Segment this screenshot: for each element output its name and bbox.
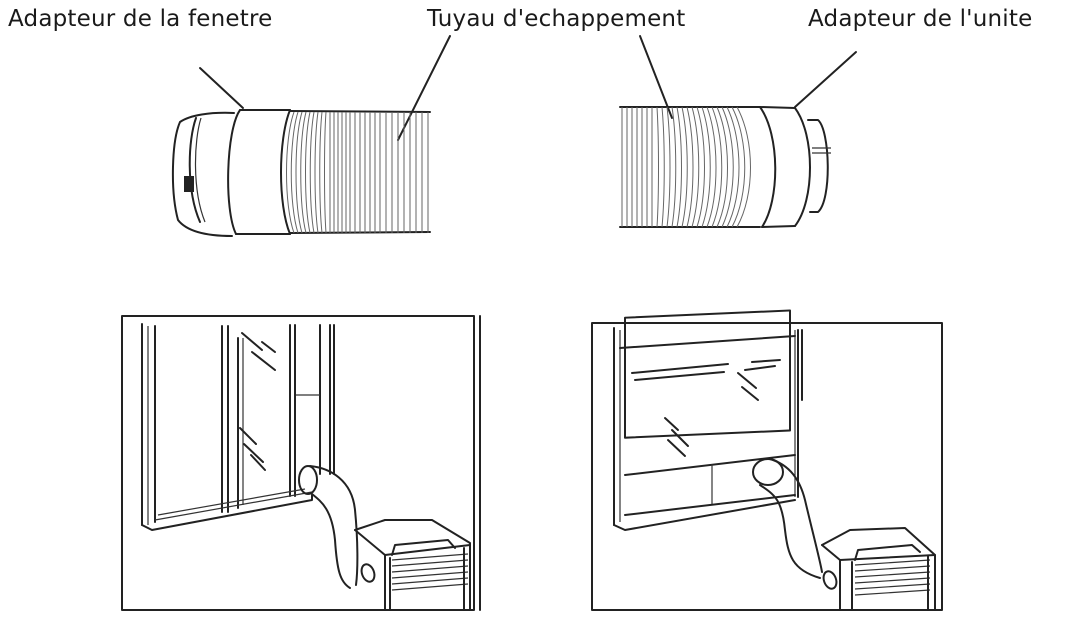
unit-adapter-label: Adapteur de l'unite (808, 6, 1033, 32)
hose-ribs-right (621, 106, 751, 228)
unit-adapter-hose-segment (619, 106, 831, 228)
window-adapter-hose-segment (171, 109, 431, 237)
leader-lines (199, 35, 857, 141)
hung-window-figure (591, 309, 943, 611)
hose-ribs-left (286, 111, 429, 234)
ac-vent-grille (851, 555, 931, 611)
ac-vent-grille (389, 547, 469, 611)
latch-icon (184, 176, 194, 192)
sliding-window-figure (121, 315, 481, 611)
window-adapter-label: Adapteur de la fenetre (8, 6, 273, 32)
exhaust-hose-label: Tuyau d'echappement (427, 6, 686, 32)
